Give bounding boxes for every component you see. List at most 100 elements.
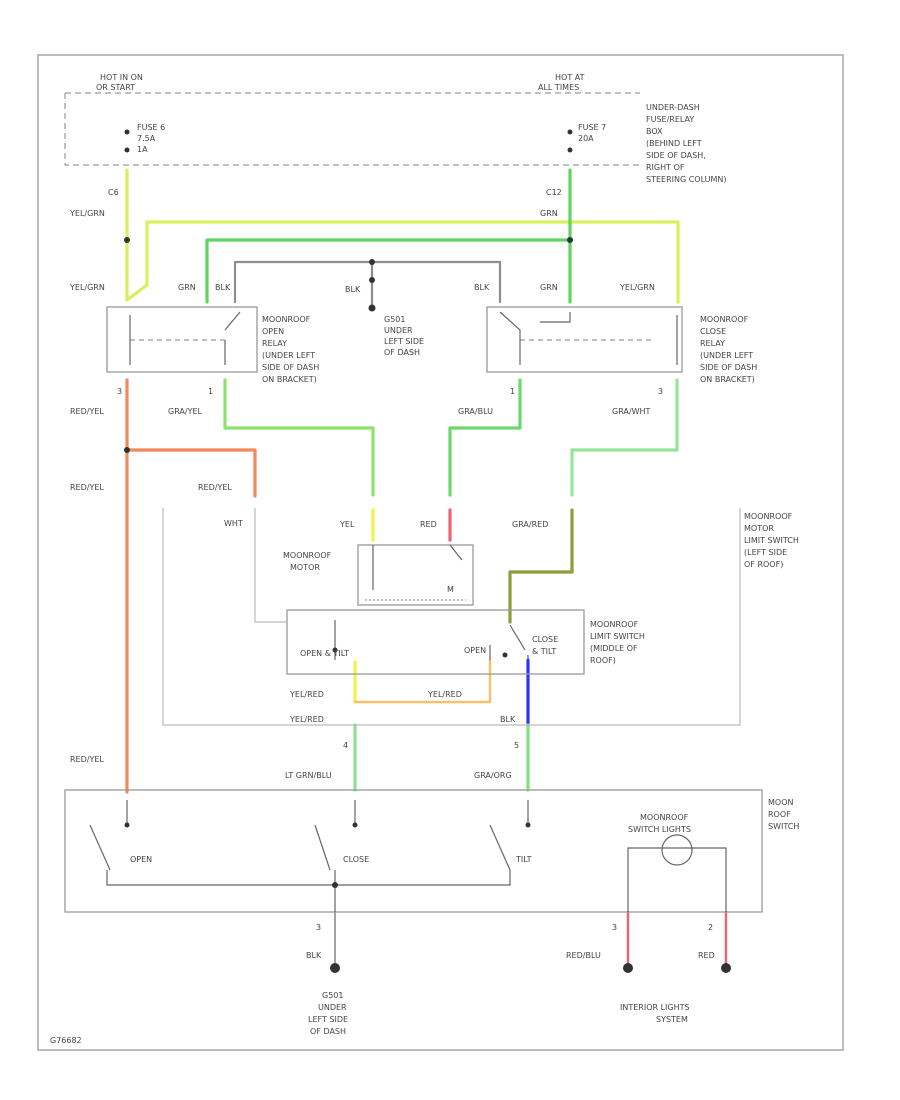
wires [125, 168, 728, 970]
label-wire-yel-grn-1: YEL/GRN [69, 209, 105, 218]
labels: HOT IN ON OR START HOT AT ALL TIMES FUSE… [50, 73, 799, 1045]
label-wire-gra-red: GRA/RED [512, 520, 548, 529]
label-motor-m: M [447, 585, 454, 594]
label-fusebox-1: UNDER-DASH [646, 103, 700, 112]
label-wire-blk-2: BLK [345, 285, 361, 294]
label-interior-1: INTERIOR LIGHTS [620, 1003, 690, 1012]
label-limit-desc-2: MOTOR [744, 524, 774, 533]
fuse-box-outline [64, 92, 640, 166]
label-fuse-left-tag: 1A [137, 145, 148, 154]
wire-yel-grn-branch [125, 220, 680, 304]
label-motor-1: MOONROOF [283, 551, 332, 560]
label-hot-left-2: OR START [96, 83, 135, 92]
label-g501-4: OF DASH [384, 348, 420, 357]
label-sw-tilt: TILT [515, 855, 532, 864]
label-close-relay-5: SIDE OF DASH [700, 363, 757, 372]
label-sw-lights-2: SWITCH LIGHTS [628, 825, 691, 834]
label-wire-red-yel-4: RED/YEL [70, 755, 104, 764]
label-pin-2: 2 [708, 923, 713, 932]
close-relay [486, 306, 683, 373]
label-close-relay-2: CLOSE [700, 327, 726, 336]
label-fusebox-3: BOX [646, 127, 663, 136]
label-hot-left: HOT IN ON [100, 73, 143, 82]
label-fuse-left: FUSE 6 [137, 123, 165, 132]
label-fusebox-2: FUSE/RELAY [646, 115, 694, 124]
label-pin-3a: 3 [117, 387, 122, 396]
label-roof-sw-2: ROOF [768, 810, 791, 819]
wire-blk-ground [233, 260, 502, 310]
label-wire-grn-3: GRN [540, 283, 558, 292]
label-close-relay-4: (UNDER LEFT [700, 351, 753, 360]
label-open-relay-6: ON BRACKET) [262, 375, 317, 384]
label-g501-1: G501 [384, 315, 405, 324]
label-wire-gra-wht: GRA/WHT [612, 407, 651, 416]
label-limit-desc-3: LIMIT SWITCH [744, 536, 799, 545]
wire-gra-wht [570, 378, 679, 497]
wire-red-yel-branch [125, 448, 257, 498]
label-wire-blk-3: BLK [474, 283, 490, 292]
label-close-relay-6: ON BRACKET) [700, 375, 755, 384]
label-fuse-right: FUSE 7 [578, 123, 606, 132]
label-limit-desc-1: MOONROOF [744, 512, 793, 521]
label-fusebox-6: RIGHT OF [646, 163, 685, 172]
label-fusebox-5: SIDE OF DASH, [646, 151, 706, 160]
label-wire-red-2: RED [698, 951, 715, 960]
label-motor-2: MOTOR [290, 563, 320, 572]
label-wire-blk-1: BLK [215, 283, 231, 292]
moonroof-limit-switch [254, 508, 585, 675]
label-sw-close: CLOSE [343, 855, 369, 864]
splice-dots [124, 129, 731, 973]
label-interior-2: SYSTEM [656, 1015, 688, 1024]
label-pin-5: 5 [514, 741, 519, 750]
label-hot-right-2: ALL TIMES [538, 83, 579, 92]
label-wire-red-yel-2: RED/YEL [70, 483, 104, 492]
label-pin-c6: C6 [108, 188, 119, 197]
label-pin-3b: 3 [658, 387, 663, 396]
label-wire-blk-5: BLK [306, 951, 322, 960]
label-pin-1b: 1 [510, 387, 515, 396]
label-wire-gra-org: GRA/ORG [474, 771, 512, 780]
label-g501b-3: LEFT SIDE [308, 1015, 348, 1024]
wire-gra-yel [223, 378, 375, 497]
wire-grn-branch [205, 238, 572, 304]
label-hot-right: HOT AT [555, 73, 585, 82]
label-g501b-2: UNDER [318, 1003, 347, 1012]
label-limit-desc-5: OF ROOF) [744, 560, 783, 569]
label-wire-grn-2: GRN [178, 283, 196, 292]
label-wire-blk-4: BLK [500, 715, 516, 724]
label-pin-3c: 3 [316, 923, 321, 932]
label-g501b-4: OF DASH [310, 1027, 346, 1036]
label-roof-sw-1: MOON [768, 798, 793, 807]
label-pin-3d: 3 [612, 923, 617, 932]
label-pin-c12: C12 [546, 188, 562, 197]
label-wire-gra-yel: GRA/YEL [168, 407, 203, 416]
motor-limit-switch-outline [162, 508, 741, 726]
label-pin-wht: WHT [224, 519, 243, 528]
moon-roof-switch [64, 789, 763, 913]
label-wire-yel-grn-2: YEL/GRN [69, 283, 105, 292]
label-open-relay-3: RELAY [262, 339, 287, 348]
moonroof-motor [357, 544, 474, 606]
label-lsw-2: LIMIT SWITCH [590, 632, 645, 641]
label-fuse-left-amp: 7.5A [137, 134, 156, 143]
wire-yel-red-2 [353, 658, 492, 704]
label-sw-open: OPEN [130, 855, 152, 864]
label-lsw-1: MOONROOF [590, 620, 639, 629]
label-fusebox-4: (BEHIND LEFT [646, 139, 702, 148]
label-limit-desc-4: (LEFT SIDE [744, 548, 787, 557]
label-close-relay-3: RELAY [700, 339, 725, 348]
label-lsw-tilt: & TILT [532, 647, 556, 656]
label-wire-red-blu: RED/BLU [566, 951, 601, 960]
label-lsw-3: (MIDDLE OF [590, 644, 638, 653]
label-code: G76682 [50, 1036, 82, 1045]
label-wire-yel-red-2: YEL/RED [427, 690, 462, 699]
diagram-frame [37, 54, 844, 1051]
label-wire-yel: YEL [339, 520, 355, 529]
label-open-relay-1: MOONROOF [262, 315, 311, 324]
label-wire-yel-red-1: YEL/RED [289, 690, 324, 699]
label-sw-lights-1: MOONROOF [640, 813, 689, 822]
label-lsw-4: ROOF) [590, 656, 616, 665]
label-lsw-close: CLOSE [532, 635, 558, 644]
label-wire-red: RED [420, 520, 437, 529]
